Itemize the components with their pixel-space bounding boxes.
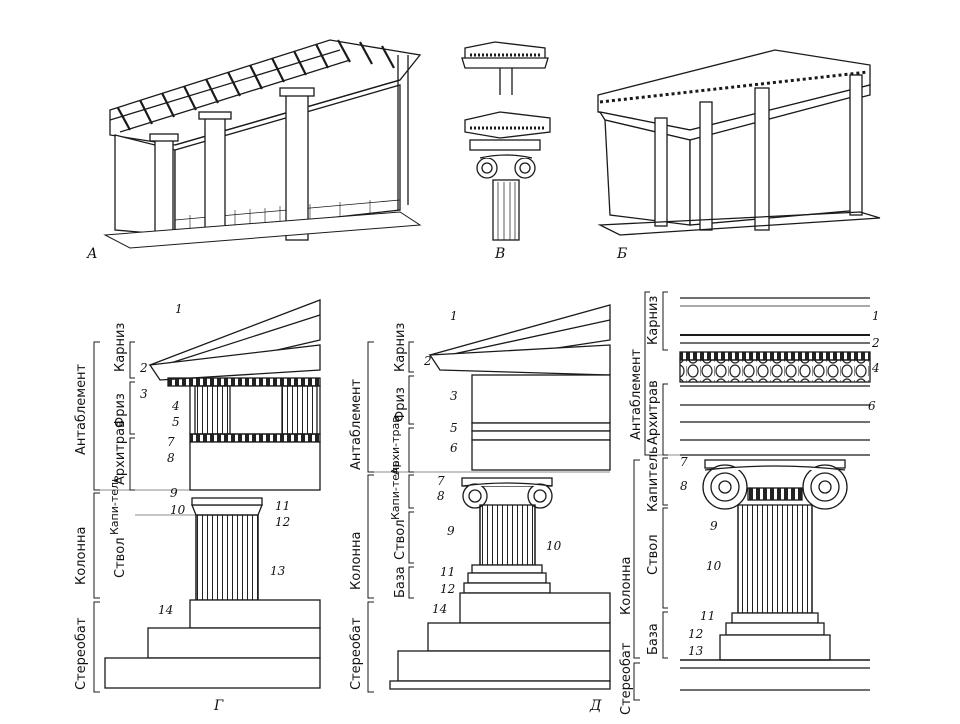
- g-num-2: 2: [139, 361, 148, 375]
- g-capital-label: Капи-тель: [108, 475, 121, 535]
- d-num-10: 10: [546, 539, 562, 553]
- d-num-1: 1: [450, 309, 458, 323]
- g-num-5: 5: [172, 415, 180, 429]
- d-base-label: База: [393, 566, 408, 598]
- label-v: В: [494, 246, 505, 262]
- d-num-12: 12: [440, 582, 455, 596]
- pergola-a-illustration: [103, 39, 422, 249]
- ionic-detail-part-labels: Антаблемент Карниз Архитрав Капитель Кол…: [619, 296, 661, 715]
- e-num-12: 12: [688, 627, 703, 641]
- ionic-brackets: [367, 341, 610, 693]
- doric-numbers: 1 2 3 4 5 7 8 9 10 11 12 13 14: [139, 302, 290, 617]
- e-architrave-label: Архитрав: [646, 380, 661, 445]
- e-column-label: Колонна: [619, 557, 634, 615]
- doric-order-g-drawing: [104, 299, 321, 689]
- g-num-12: 12: [275, 515, 290, 529]
- e-num-6: 6: [868, 399, 876, 413]
- ionic-part-labels: Антаблемент Карниз Фриз Архи-трав Колонн…: [349, 323, 408, 690]
- d-architrave-label: Архи-трав: [389, 416, 402, 475]
- e-num-1: 1: [872, 309, 880, 323]
- e-num-13: 13: [688, 644, 704, 658]
- d-num-8: 8: [437, 489, 445, 503]
- e-num-10: 10: [706, 559, 722, 573]
- capital-details-v-illustration: [461, 41, 551, 241]
- g-num-13: 13: [270, 564, 286, 578]
- g-column-label: Колонна: [74, 527, 89, 585]
- d-num-5: 5: [450, 421, 458, 435]
- g-stylobate-label: Стереобат: [74, 617, 89, 690]
- label-b: Б: [616, 246, 627, 262]
- g-num-14: 14: [158, 603, 173, 617]
- ionic-detail-numbers: 1 2 4 6 7 8 9 10 11 12 13: [680, 309, 880, 658]
- label-g: Г: [213, 698, 224, 714]
- ionic-order-d-drawing: [389, 304, 611, 690]
- g-num-8: 8: [167, 451, 175, 465]
- e-cornice-label: Карниз: [646, 296, 661, 345]
- colonnade-b-illustration: [597, 49, 881, 236]
- d-num-6: 6: [450, 441, 458, 455]
- d-entablature-label: Антаблемент: [349, 378, 364, 470]
- g-cornice-label: Карниз: [113, 323, 128, 372]
- d-num-2: 2: [423, 354, 432, 368]
- g-num-3: 3: [140, 387, 148, 401]
- e-num-2: 2: [871, 336, 880, 350]
- g-num-4: 4: [171, 399, 180, 413]
- label-d: Д: [589, 698, 602, 714]
- e-stylobate-label: Стереобат: [619, 642, 634, 715]
- g-num-9: 9: [170, 486, 178, 500]
- ionic-detail-brackets: [633, 291, 870, 701]
- g-frieze-label: Фриз: [113, 393, 128, 428]
- g-num-1: 1: [175, 302, 183, 316]
- d-column-label: Колонна: [349, 532, 364, 590]
- d-capital-label: Капи-тель: [389, 460, 402, 520]
- d-shaft-label: Ствол: [393, 519, 408, 560]
- e-num-9: 9: [710, 519, 718, 533]
- e-num-8: 8: [680, 479, 688, 493]
- d-num-14: 14: [432, 602, 447, 616]
- label-a: А: [86, 246, 98, 262]
- ionic-detail-e-drawing: [679, 297, 871, 691]
- d-stylobate-label: Стереобат: [349, 617, 364, 690]
- d-num-11: 11: [440, 565, 455, 579]
- doric-part-labels: Антаблемент Карниз Фриз Архитрав Колонна…: [74, 323, 128, 690]
- e-shaft-label: Ствол: [646, 534, 661, 575]
- doric-brackets: [93, 341, 320, 693]
- g-num-11: 11: [275, 499, 290, 513]
- g-architrave-label: Архитрав: [113, 420, 128, 485]
- g-shaft-label: Ствол: [113, 537, 128, 578]
- d-cornice-label: Карниз: [393, 323, 408, 372]
- d-num-7: 7: [437, 474, 445, 488]
- d-num-3: 3: [450, 389, 458, 403]
- e-num-11: 11: [700, 609, 715, 623]
- g-entablature-label: Антаблемент: [74, 363, 89, 455]
- d-frieze-label: Фриз: [393, 387, 408, 422]
- g-num-10: 10: [170, 503, 186, 517]
- e-num-4: 4: [871, 361, 880, 375]
- e-capital-label: Капитель: [646, 446, 661, 512]
- ionic-numbers: 1 2 3 5 6 7 8 9 10 11 12 14: [423, 309, 562, 616]
- d-num-9: 9: [447, 524, 455, 538]
- e-num-7: 7: [680, 455, 688, 469]
- g-num-7: 7: [167, 435, 175, 449]
- e-entablature-label: Антаблемент: [629, 348, 644, 440]
- e-base-label: База: [646, 623, 661, 655]
